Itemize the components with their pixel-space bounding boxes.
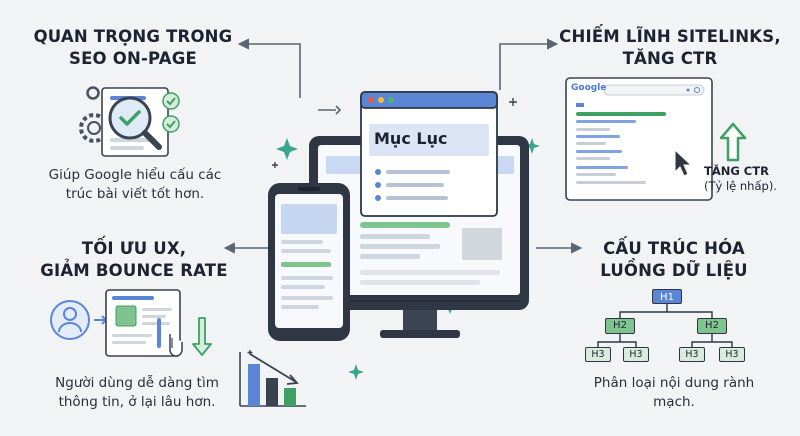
ux-heading: TỐI ƯU UX, GIẢM BOUNCE RATE xyxy=(34,238,234,282)
ctr-label: TĂNG CTR (Tỷ lệ nhấp). xyxy=(704,164,792,194)
seo-onpage-desc-line1: Giúp Google hiểu cấu các xyxy=(48,167,222,183)
ctr-label-sub: (Tỷ lệ nhấp). xyxy=(704,179,777,193)
tree-node-h3-2: H3 xyxy=(623,347,649,362)
toc-window xyxy=(360,91,498,217)
ux-user-icon xyxy=(50,300,108,340)
ux-page-icon xyxy=(105,289,212,357)
ux-heading-line1: TỐI ƯU UX, xyxy=(81,239,187,258)
sitelinks-heading-line2: TĂNG CTR xyxy=(622,49,718,68)
ux-desc-line1: Người dùng dễ dàng tìm xyxy=(55,375,219,391)
tree-node-h3-4: H3 xyxy=(719,347,745,362)
connector-arrows xyxy=(223,38,583,254)
sitelinks-heading: CHIẾM LĨNH SITELINKS, TĂNG CTR xyxy=(552,26,788,70)
seo-onpage-desc-line2: trúc bài viết tốt hơn. xyxy=(65,186,205,202)
arrow-to-top-left xyxy=(237,38,301,98)
ux-desc-line2: thông tin, ở lại lâu hơn. xyxy=(58,394,216,410)
sitelinks-heading-line1: CHIẾM LĨNH SITELINKS, xyxy=(559,27,781,46)
ctr-label-title: TĂNG CTR xyxy=(704,164,769,178)
heading-hierarchy-tree xyxy=(597,304,733,347)
seo-onpage-heading-line2: SEO ON-PAGE xyxy=(69,49,197,68)
ux-description: Người dùng dễ dàng tìm thông tin, ở lại … xyxy=(32,374,242,412)
seo-onpage-heading-line1: QUAN TRỌNG TRONG xyxy=(33,27,233,46)
google-serp-window xyxy=(565,77,747,201)
tree-node-h3-1: H3 xyxy=(585,347,611,362)
ux-heading-line2: GIẢM BOUNCE RATE xyxy=(40,261,228,280)
seo-magnifier-icon xyxy=(79,86,180,157)
arrow-to-top-right xyxy=(499,38,559,90)
toc-title: Mục Lục xyxy=(374,129,448,148)
google-logo: Google xyxy=(571,83,607,93)
seo-onpage-description: Giúp Google hiểu cấu các trúc bài viết t… xyxy=(20,166,250,204)
data-flow-description: Phân loại nội dung rành mạch. xyxy=(574,374,774,412)
tree-node-h1: H1 xyxy=(652,289,682,304)
tree-node-h2-right: H2 xyxy=(697,318,727,334)
seo-onpage-heading: QUAN TRỌNG TRONG SEO ON-PAGE xyxy=(18,26,248,70)
data-flow-heading: CẤU TRÚC HÓA LUỒNG DỮ LIỆU xyxy=(584,238,764,282)
data-flow-desc-line2: mạch. xyxy=(653,394,695,410)
data-flow-desc-line1: Phân loại nội dung rành xyxy=(593,375,755,391)
tree-node-h2-left: H2 xyxy=(605,318,635,334)
tree-node-h3-3: H3 xyxy=(679,347,705,362)
data-flow-heading-line2: LUỒNG DỮ LIỆU xyxy=(600,261,748,280)
bounce-rate-chart-icon xyxy=(239,352,306,407)
phone-illustration xyxy=(268,183,350,341)
data-flow-heading-line1: CẤU TRÚC HÓA xyxy=(603,239,745,258)
